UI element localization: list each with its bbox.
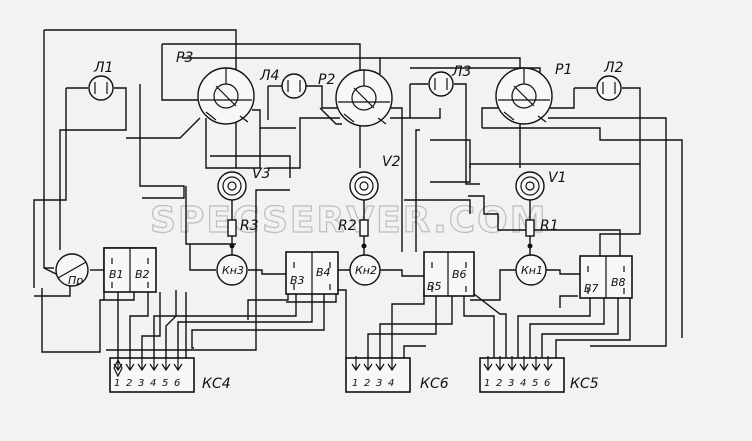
- connector-pin: 3: [508, 378, 514, 389]
- lamp-label: Л2: [603, 60, 624, 76]
- connector-pin: 1: [484, 378, 490, 389]
- connector-pin: 6: [544, 378, 550, 389]
- connector-label: КС4: [202, 376, 231, 392]
- valve-v3: V3: [217, 166, 270, 201]
- connector-pin: 5: [162, 378, 168, 389]
- connector-pin: 6: [174, 378, 180, 389]
- connector-kc5: 1 2 3 4 5 6 КС5: [479, 356, 599, 393]
- block-b5-b6: В5 В6: [423, 251, 475, 297]
- watermark-text: SPECSERVER.COM: [150, 200, 548, 241]
- valve-label: V2: [382, 154, 401, 170]
- valve-label: V3: [252, 166, 270, 182]
- block-label: В3: [290, 274, 305, 287]
- wires: [33, 29, 683, 367]
- block-label: В4: [316, 266, 331, 279]
- lamp-l4: Л4: [259, 68, 307, 99]
- junction-dots: [229, 243, 533, 249]
- block-label: В5: [427, 280, 442, 293]
- resistor-r3: R3: [227, 218, 259, 237]
- button-label: Кн1: [521, 264, 543, 277]
- valve-v1: V1: [515, 170, 566, 201]
- connector-kc4: 1 2 3 4 5 6 КС4: [109, 356, 231, 393]
- connector-pin: 4: [520, 378, 526, 389]
- connector-pin: 5: [532, 378, 538, 389]
- valve-label: V1: [548, 170, 566, 186]
- relay-p3: P3: [176, 50, 255, 125]
- block-b1-b2: В1 В2: [103, 247, 157, 293]
- resistor-r1: R1: [525, 218, 559, 237]
- resistor-label: R3: [240, 218, 259, 234]
- lamp-label: Л4: [259, 68, 279, 84]
- block-b7-b8: В7 В8: [579, 255, 633, 299]
- connector-label: КС6: [420, 376, 449, 392]
- resistor-r2: R2: [338, 218, 369, 237]
- button-kn1: Кн1: [515, 254, 547, 286]
- lamp-label: Л3: [451, 64, 471, 80]
- block-label: В6: [452, 268, 467, 281]
- button-kn3: Кн3: [216, 254, 248, 286]
- connector-pin: 2: [496, 378, 502, 389]
- relay-label: P2: [318, 72, 335, 88]
- block-label: В7: [584, 282, 599, 295]
- connector-pin: 1: [114, 378, 120, 389]
- relay-label: P3: [176, 50, 193, 66]
- lamp-l1: Л1: [88, 60, 114, 101]
- lamp-l2: Л2: [596, 60, 624, 101]
- connector-pin: 2: [364, 378, 370, 389]
- switch-label: Пр: [68, 274, 83, 287]
- connector-pin: 3: [138, 378, 144, 389]
- block-b3-b4: В3 В4: [285, 251, 339, 295]
- connector-label: КС5: [570, 376, 599, 392]
- connector-pin: 2: [126, 378, 132, 389]
- connector-pin: 4: [150, 378, 156, 389]
- valve-v2: V2: [349, 154, 401, 201]
- lamp-l3: Л3: [428, 64, 471, 97]
- block-label: В8: [611, 276, 626, 289]
- connector-pin: 1: [352, 378, 358, 389]
- connector-pin: 4: [388, 378, 394, 389]
- relay-p2: P2: [318, 69, 393, 127]
- button-kn2: Кн2: [349, 254, 381, 286]
- relay-p1: P1: [495, 62, 572, 125]
- connector-kc6: 1 2 3 4 КС6: [345, 356, 449, 393]
- resistor-label: R1: [540, 218, 559, 234]
- relay-label: P1: [555, 62, 572, 78]
- lamp-label: Л1: [93, 60, 113, 76]
- button-label: Кн3: [222, 264, 244, 277]
- block-label: В2: [135, 268, 150, 281]
- connector-pin: 3: [376, 378, 382, 389]
- switch-pr: Пр: [55, 253, 89, 287]
- button-label: Кн2: [355, 264, 377, 277]
- resistor-label: R2: [338, 218, 357, 234]
- block-label: В1: [109, 268, 124, 281]
